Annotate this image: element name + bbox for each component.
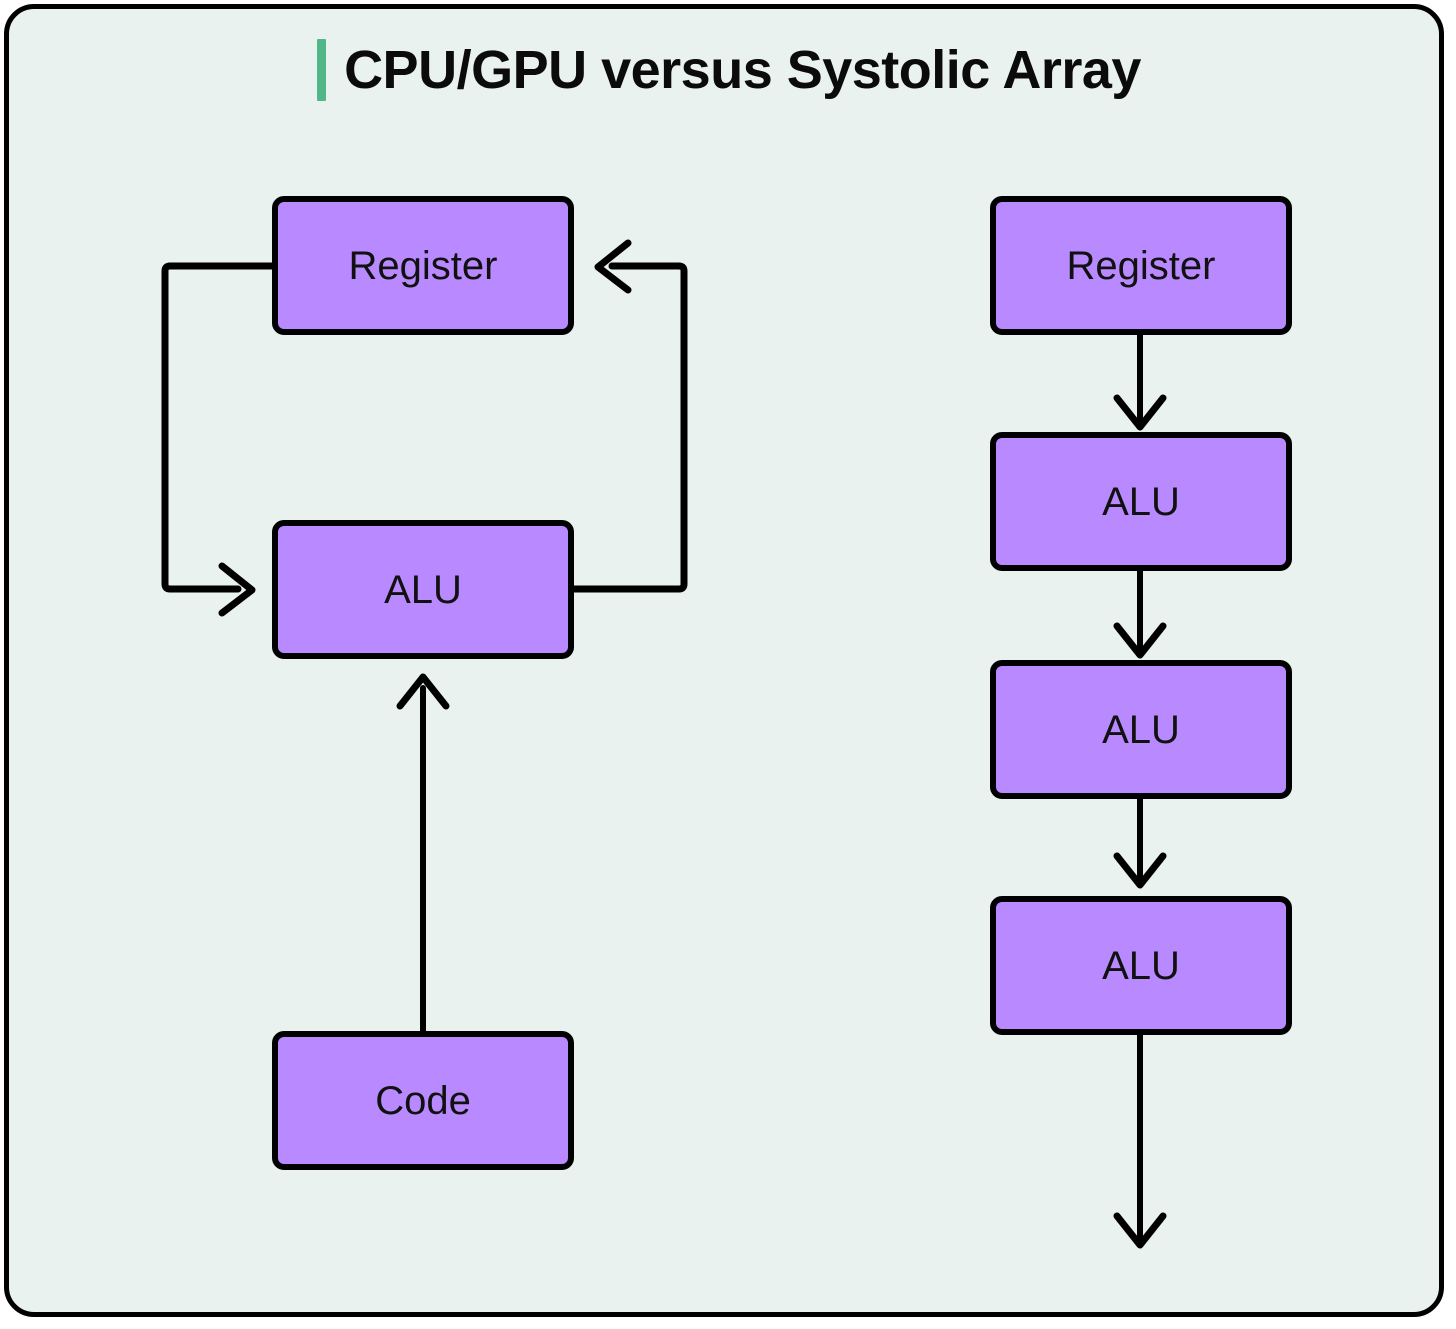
title-accent-bar xyxy=(317,39,327,101)
node-label: Register xyxy=(348,243,498,288)
node-cpu-register[interactable]: Register xyxy=(272,196,574,335)
node-label: ALU xyxy=(384,567,462,612)
node-cpu-alu[interactable]: ALU xyxy=(272,520,574,659)
node-sys-alu-1[interactable]: ALU xyxy=(990,432,1292,571)
node-cpu-code[interactable]: Code xyxy=(272,1031,574,1170)
diagram-title-bar: CPU/GPU versus Systolic Array xyxy=(9,39,1449,101)
node-label: Code xyxy=(375,1078,471,1123)
node-label: Register xyxy=(1066,243,1216,288)
node-sys-alu-3[interactable]: ALU xyxy=(990,896,1292,1035)
node-sys-register[interactable]: Register xyxy=(990,196,1292,335)
node-sys-alu-2[interactable]: ALU xyxy=(990,660,1292,799)
node-label: ALU xyxy=(1102,479,1180,524)
page-title: CPU/GPU versus Systolic Array xyxy=(344,40,1141,100)
node-label: ALU xyxy=(1102,943,1180,988)
node-label: ALU xyxy=(1102,707,1180,752)
